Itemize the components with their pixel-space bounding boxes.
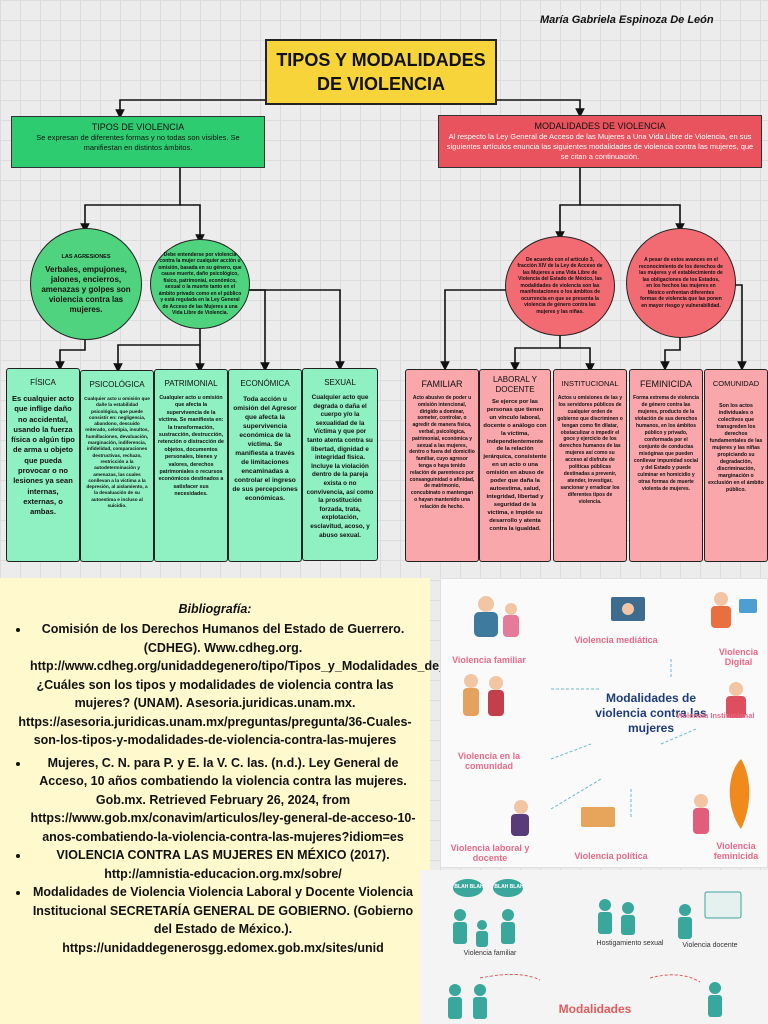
infographic-modalidades-2: BLAH BLAH BLAH BLAH Violencia familiar H…: [420, 870, 768, 1024]
modalidades-ley-text: De acuerdo con el artículo 3, fracción X…: [517, 256, 603, 315]
card-title: PATRIMONIAL: [164, 379, 218, 388]
label-violencia-institucional: Violencia Institucional: [675, 711, 755, 720]
circle-agresiones: LAS AGRESIONES Verbales, empujones, jalo…: [30, 228, 142, 340]
main-title: TIPOS Y MODALIDADES DE VIOLENCIA: [265, 39, 497, 105]
card-title: LABORAL Y DOCENTE: [492, 375, 538, 394]
card-title: FÍSICA: [30, 378, 56, 387]
card-patrimonial: PATRIMONIAL Cualquier acto u omisión que…: [154, 369, 228, 562]
circle-avances: A pesar de estos avances en el reconocim…: [626, 228, 736, 338]
infographic2-illustrations: [448, 879, 742, 1019]
definicion-text: Debe entenderse por violencia contra la …: [158, 251, 242, 317]
card-laboral: LABORAL Y DOCENTE Se ejerce por las pers…: [479, 369, 551, 562]
avances-text: A pesar de estos avances en el reconocim…: [639, 257, 723, 309]
modalidades-header-box: MODALIDADES DE VIOLENCIA Al respecto la …: [438, 115, 762, 168]
card-title: INSTITUCIONAL: [561, 379, 619, 388]
card-text: Toda acción u omisión del Agresor que af…: [232, 396, 298, 502]
card-title: PSICOLÓGICA: [89, 380, 145, 389]
bibliography-panel: Bibliografía: Comisión de los Derechos H…: [0, 578, 501, 1024]
speech-bubble-2: BLAH BLAH: [494, 884, 524, 890]
agresiones-text: Verbales, empujones, jalones, encierros,…: [41, 264, 131, 314]
label-violencia-digital: Violencia Digital: [718, 647, 759, 667]
label-violencia-laboral: Violencia laboral y docente: [450, 843, 530, 863]
card-fisica: FÍSICA Es cualquier acto que inflige dañ…: [6, 368, 80, 562]
card-text: Es cualquier acto que inflige daño no ac…: [11, 394, 75, 517]
bibliography-item: Modalidades de Violencia Violencia Labor…: [30, 883, 416, 957]
bibliography-list: Comisión de los Derechos Humanos del Est…: [0, 620, 501, 676]
label-hostigamiento: Hostigamiento sexual: [596, 940, 664, 947]
bibliography-paragraph: ¿Cuáles son los tipos y modalidades de v…: [18, 677, 412, 748]
label-docente: Violencia docente: [682, 942, 738, 949]
card-psicologica: PSICOLÓGICA Cualquier acto u omisión que…: [80, 370, 154, 562]
circle-modalidades-ley: De acuerdo con el artículo 3, fracción X…: [505, 236, 615, 336]
tipos-heading: TIPOS DE VIOLENCIA: [91, 122, 185, 132]
modalidades-text: Al respecto la Ley General de Acceso de …: [446, 132, 754, 161]
label-violencia-mediatica: Violencia mediática: [574, 635, 658, 645]
card-text: Cualquier acto u omisión que afecta la s…: [158, 395, 224, 498]
card-text: Forma extrema de violencia de género con…: [633, 395, 699, 492]
label-violencia-politica: Violencia política: [574, 851, 648, 861]
card-text: Se ejerce por las personas que tienen un…: [483, 399, 547, 532]
bibliography-item: VIOLENCIA CONTRA LAS MUJERES EN MÉXICO (…: [30, 846, 416, 883]
card-comunidad: COMUNIDAD Son los actos individuales o c…: [704, 369, 768, 562]
card-text: Cualquier acto u omisión que dañe la est…: [84, 396, 150, 509]
tipos-header-box: TIPOS DE VIOLENCIA Se expresan de difere…: [11, 116, 265, 168]
bibliography-heading: Bibliografía:: [178, 602, 252, 616]
speech-bubble-1: BLAH BLAH: [454, 884, 484, 890]
card-text: Cualquier acto que degrada o daña el cue…: [306, 394, 374, 539]
agresiones-title: LAS AGRESIONES: [61, 253, 111, 260]
infographic-center-title: Modalidades de violencia contra las muje…: [595, 691, 707, 735]
infographic2-title: Modalidades: [558, 1002, 632, 1016]
modalidades-heading: MODALIDADES DE VIOLENCIA: [534, 121, 666, 131]
card-title: ECONÓMICA: [240, 379, 290, 388]
bibliography-item: Mujeres, C. N. para P. y E. la V. C. las…: [30, 754, 416, 847]
infographic-illustrations: [463, 592, 757, 836]
label-familiar: Violencia familiar: [463, 950, 517, 957]
bibliography-list: Mujeres, C. N. para P. y E. la V. C. las…: [0, 754, 430, 958]
card-title: FEMINICIDA: [639, 379, 692, 389]
card-familiar: FAMILIAR Acto abusivo de poder u omisión…: [405, 369, 479, 562]
label-violencia-familiar: Violencia familiar: [452, 655, 526, 665]
card-economica: ECONÓMICA Toda acción u omisión del Agre…: [228, 369, 302, 562]
card-feminicida: FEMINICIDA Forma extrema de violencia de…: [629, 369, 703, 562]
author-name: María Gabriela Espinoza De León: [540, 14, 714, 26]
label-violencia-comunidad: Violencia en la comunidad: [457, 751, 521, 771]
card-text: Actos u omisiones de las y los servidore…: [557, 395, 623, 505]
card-text: Acto abusivo de poder u omisión intencio…: [409, 395, 475, 510]
label-violencia-feminicida: Violencia feminicida: [713, 841, 759, 861]
card-title: SEXUAL: [324, 378, 356, 387]
card-institucional: INSTITUCIONAL Actos u omisiones de las y…: [553, 369, 627, 562]
card-title: COMUNIDAD: [712, 379, 760, 388]
card-text: Son los actos individuales o colectivos …: [708, 403, 764, 493]
bibliography-item: Comisión de los Derechos Humanos del Est…: [30, 620, 501, 676]
card-sexual: SEXUAL Cualquier acto que degrada o daña…: [302, 368, 378, 561]
card-title: FAMILIAR: [421, 379, 463, 389]
circle-definicion: Debe entenderse por violencia contra la …: [150, 239, 250, 329]
tipos-text: Se expresan de diferentes formas y no to…: [36, 133, 240, 152]
infographic-modalidades: Modalidades de violencia contra las muje…: [440, 578, 768, 868]
